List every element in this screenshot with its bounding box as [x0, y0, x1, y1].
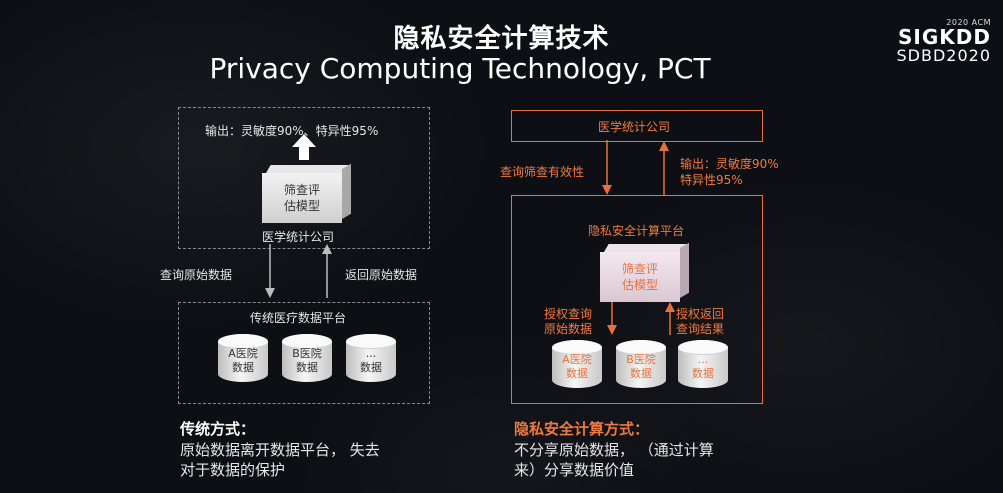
left-query-down-arrow	[265, 288, 275, 298]
left-db-more: ...数据	[346, 334, 396, 382]
left-model-cube: 筛查评估模型	[262, 173, 342, 223]
left-method-title: 传统方式：	[180, 420, 256, 438]
right-auth-return-up-arrow	[665, 302, 675, 312]
right-output-up-arrow	[659, 141, 669, 151]
right-query-down-arrow	[602, 185, 612, 195]
logo-main: SIGKDD	[898, 25, 991, 49]
right-company-box	[511, 110, 763, 142]
left-company-box	[178, 107, 430, 249]
right-db-more: ...数据	[678, 340, 728, 388]
left-platform-label: 传统医疗数据平台	[250, 311, 347, 325]
right-method-desc-2: 来）分享数据价值	[514, 461, 635, 479]
right-model-line2: 估模型	[621, 278, 658, 292]
left-platform-box	[178, 302, 430, 404]
right-output-line2: 特异性95%	[680, 173, 743, 187]
right-auth-return-1: 授权返回	[676, 307, 725, 321]
right-query-label: 查询筛查有效性	[500, 165, 585, 179]
right-model-line1: 筛查评	[621, 262, 658, 276]
right-auth-query-1: 授权查询	[544, 307, 593, 321]
right-db-b-line2: 数据	[629, 367, 652, 380]
left-db-b-line1: B医院	[292, 347, 322, 360]
left-db-b: B医院数据	[282, 334, 332, 382]
right-db-a-line2: 数据	[566, 367, 588, 380]
left-return-up-arrow	[322, 244, 332, 254]
left-method-desc-1: 原始数据离开数据平台， 失去	[180, 441, 380, 459]
left-method-desc-2: 对于数据的保护	[180, 461, 286, 479]
left-company-label: 医学统计公司	[262, 230, 335, 244]
logo-subtitle: 2020 ACM	[946, 18, 991, 27]
left-db-b-line2: 数据	[295, 361, 318, 374]
sigkdd-logo: 2020 ACM SIGKDD SDBD2020	[897, 18, 992, 65]
right-auth-query-2: 原始数据	[544, 322, 593, 336]
left-db-a-line1: A医院	[228, 347, 258, 360]
left-output-up-arrow	[292, 134, 316, 160]
logo-year: SDBD2020	[896, 46, 991, 65]
right-platform-label: 隐私安全计算平台	[588, 224, 685, 238]
left-return-label: 返回原始数据	[345, 268, 418, 282]
left-model-line1: 筛查评	[283, 183, 320, 197]
right-db-more-line1: ...	[697, 353, 709, 366]
left-query-label: 查询原始数据	[160, 268, 233, 282]
right-method-title: 隐私安全计算方式：	[514, 420, 650, 438]
right-db-more-line2: 数据	[692, 367, 714, 380]
left-output-text: 输出：灵敏度90%、特异性95%	[205, 124, 379, 138]
right-method-desc-1: 不分享原始数据， （通过计算	[514, 441, 714, 459]
left-db-more-line1: ...	[365, 347, 377, 360]
left-db-a-line2: 数据	[232, 361, 254, 374]
right-model-cube: 筛查评估模型	[600, 252, 680, 302]
title-english: Privacy Computing Technology, PCT	[209, 52, 711, 85]
right-auth-return-2: 查询结果	[676, 322, 725, 336]
left-db-a: A医院数据	[218, 334, 268, 382]
right-auth-query-down-arrow	[607, 325, 617, 335]
right-company-label: 医学统计公司	[598, 120, 671, 134]
right-db-b-line1: B医院	[626, 353, 656, 366]
right-db-b: B医院数据	[616, 340, 666, 388]
right-db-a: A医院数据	[552, 340, 602, 388]
title-chinese: 隐私安全计算技术	[393, 24, 610, 54]
left-db-more-line2: 数据	[360, 361, 382, 374]
left-model-line2: 估模型	[283, 199, 320, 213]
right-db-a-line1: A医院	[562, 353, 592, 366]
right-platform-box	[511, 195, 763, 404]
right-output-line1: 输出：灵敏度90%	[680, 157, 779, 171]
